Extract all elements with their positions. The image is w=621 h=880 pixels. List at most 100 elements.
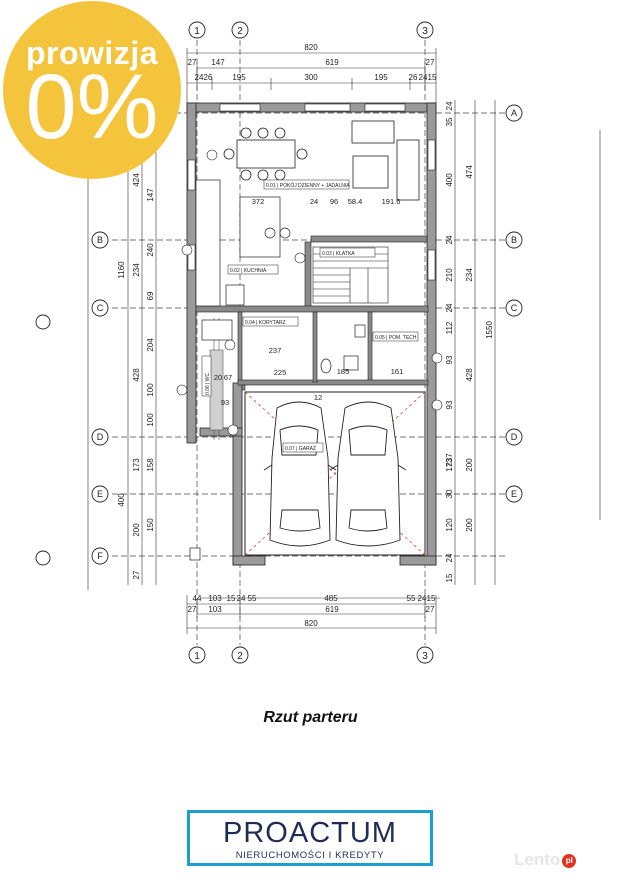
dim-left-col-14: 27 [132,570,141,579]
dim-right-col-17: 200 [465,518,474,532]
int-dim-185: 185 [337,367,350,376]
dim-right-col-7: 24 [445,303,454,312]
grid-row-e-right: E [511,489,517,499]
dim-right-col-19: 15 [445,573,454,582]
dim-top-row-0: 24 [195,73,204,82]
dim-top-row-1: 26 [204,73,213,82]
dim-right-col-2: 400 [445,173,454,187]
dim-left-col-4: 69 [146,291,155,300]
dim-top-row-2: 195 [232,73,246,82]
dim-right-col-6: 234 [465,268,474,282]
dim-left-col-12: 400 [117,493,126,507]
dim-bottom-mid: 619 [325,605,339,614]
grid-bubbles-top [188,21,434,664]
dim-right-col-4: 24 [445,235,454,244]
room-label-kitchen: 0.02 | KUCHNIA [230,268,267,274]
wc-fixtures-icon [320,324,366,374]
dim-left-col-6: 428 [132,368,141,382]
dim-left-col-11: 150 [146,518,155,532]
logo-subtitle: NIERUCHOMOŚCI I KREDYTY [235,850,385,861]
dim-left-col-2: 240 [146,243,155,257]
dim-right-col-9: 93 [445,355,454,364]
int-dim-20: 20 [214,373,222,382]
plan-caption: Rzut parteru [263,709,358,726]
dim-left-col-5: 204 [146,338,155,352]
dim-top-147: 147 [211,58,225,67]
dim-top-27-right: 27 [426,58,435,67]
grid-row-e-left: E [97,489,103,499]
dim-bottom-row-1: 103 [208,594,222,603]
int-dim-161: 161 [391,367,404,376]
int-dim-372: 372 [252,197,265,206]
dim-bottom-27-right: 27 [426,605,435,614]
dim-bottom-103: 103 [208,605,222,614]
dim-right-col-18: 24 [445,553,454,562]
dim-right-col-5: 210 [445,268,454,282]
dim-right-outer: 1550 [485,321,494,339]
dim-left-col-13: 200 [132,523,141,537]
grid-row-d-right: D [511,432,518,442]
lento-watermark-text: Lento [514,850,561,869]
dim-bottom-overall: 820 [304,619,318,628]
dim-top-mid: 619 [325,58,339,67]
dim-right-col-1: 35 [445,117,454,126]
dim-right-col-3: 474 [465,165,474,179]
grid-col-3-bottom: 3 [422,651,428,662]
dim-right-col-14: 173 [445,458,454,472]
dim-bottom-27-left: 27 [188,605,197,614]
dim-top-row-4: 195 [374,73,388,82]
dim-bottom-row-2: 15 [227,594,236,603]
room-label-hall: 0.04 | KORYTARZ [245,320,286,326]
dim-top-overall: 820 [304,43,318,52]
dim-right-col-13: 200 [465,458,474,472]
grid-row-f-left: F [97,551,103,561]
room-label-garage: 0.07 | GARAŻ [285,445,316,452]
grid-col-3-top: 3 [422,26,428,37]
int-dim-96: 96 [330,197,338,206]
dim-left-col-3: 234 [132,263,141,277]
int-dim-67: 67 [224,373,232,382]
dim-right-col-15: 30 [445,489,454,498]
int-dim-93: 93 [221,398,229,407]
company-logo: PROACTUM NIERUCHOMOŚCI I KREDYTY [187,810,433,866]
int-dim-12: 12 [314,393,322,402]
room-label-living: 0.01 | POKÓJ DZIENNY + JADALNIA [266,182,350,189]
sofa-icon [351,120,420,201]
logo-name: PROACTUM [223,817,397,849]
dim-bottom-row-8: 15 [427,594,436,603]
grid-row-d-left: D [97,432,104,442]
room-label-tech: 0.05 | POM. TECH [375,335,417,341]
dim-left-outer: 1160 [117,261,126,279]
dim-bottom-row-5: 485 [324,594,338,603]
grid-row-c-left: C [97,303,104,313]
int-dim-237: 237 [269,346,282,355]
grid-row-b-left: B [97,235,103,245]
dim-top-row-7: 15 [428,73,437,82]
grid-col-1-bottom: 1 [194,651,200,662]
dim-left-col-9: 173 [132,458,141,472]
dim-right-col-11: 93 [445,400,454,409]
dining-table-icon [223,127,308,181]
grid-row-c-right: C [511,303,518,313]
grid-row-b-right: B [511,235,517,245]
commission-badge: prowizja 0% [3,1,181,179]
dim-top-row-5: 26 [409,73,418,82]
badge-line1: prowizja [25,35,158,71]
int-dim-225: 225 [274,368,287,377]
car-left-icon [263,401,337,547]
dim-top-27-left: 27 [188,58,197,67]
dim-right-col-12: 237 [445,453,454,467]
dim-bottom-row-4: 55 [248,594,257,603]
dim-top-row-3: 300 [304,73,318,82]
dim-right-col-10: 428 [465,368,474,382]
grid-col-2-bottom: 2 [237,651,243,662]
room-label-wc: 0.06 | WC [205,372,211,395]
dim-left-col-0: 424 [132,173,141,187]
grid-bubbles-side [35,104,523,566]
room-label-stairs: 0.03 | KLATKA [322,251,355,257]
lento-pl-badge: pl [562,853,577,868]
dim-left-col-10: 158 [146,458,155,472]
dim-right-col-16: 120 [445,518,454,532]
grid-row-a-right: A [511,108,517,118]
